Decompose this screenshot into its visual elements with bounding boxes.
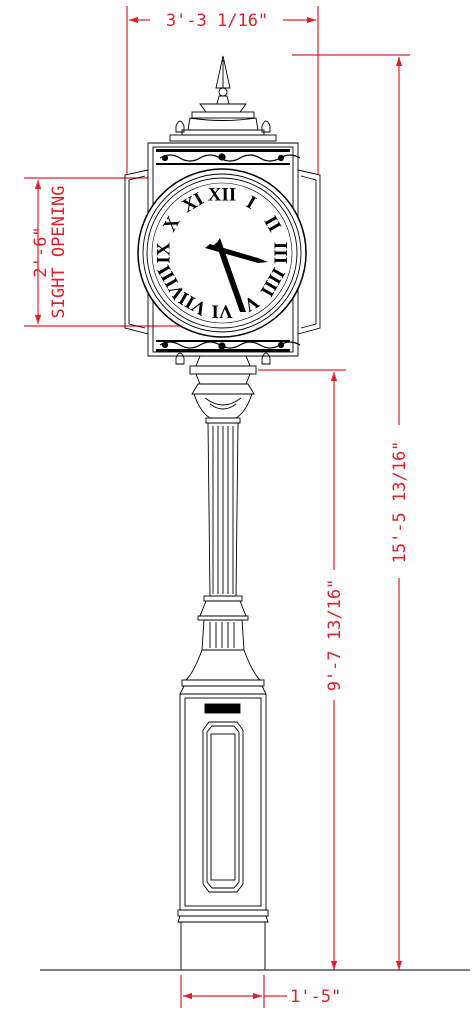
numeral-ix: IX [154, 242, 175, 263]
base-width-dimension [180, 975, 287, 1008]
minute-hand [216, 238, 246, 312]
dimension-annotations [24, 6, 410, 1008]
clock-neck [175, 352, 271, 424]
post-height-dimension [258, 369, 346, 970]
overall-height-label: 15'-5 13/16" [390, 441, 410, 564]
scroll-ornament-bottom [159, 341, 301, 350]
scroll-ornament-top [159, 153, 301, 162]
base-width-label: 1'-5" [290, 987, 341, 1007]
clock-width-label: 3'-3 1/16" [166, 11, 268, 31]
nameplate [204, 703, 241, 714]
numeral-iii: III [270, 242, 291, 264]
numeral-xii: XII [208, 185, 237, 206]
sight-opening-label: 2'-6" [31, 226, 51, 277]
finial [169, 55, 277, 142]
clock-width-dimension [126, 6, 319, 175]
decorative-beading [156, 149, 290, 352]
overall-height-dimension [292, 54, 410, 970]
fluted-column [179, 422, 267, 695]
post-height-label: 9'-7 13/16" [325, 579, 345, 692]
sight-opening-dimension [24, 177, 205, 327]
numeral-vi: VI [211, 301, 232, 322]
pedestal [177, 693, 269, 971]
sight-opening-caption: SIGHT OPENING [49, 185, 69, 318]
